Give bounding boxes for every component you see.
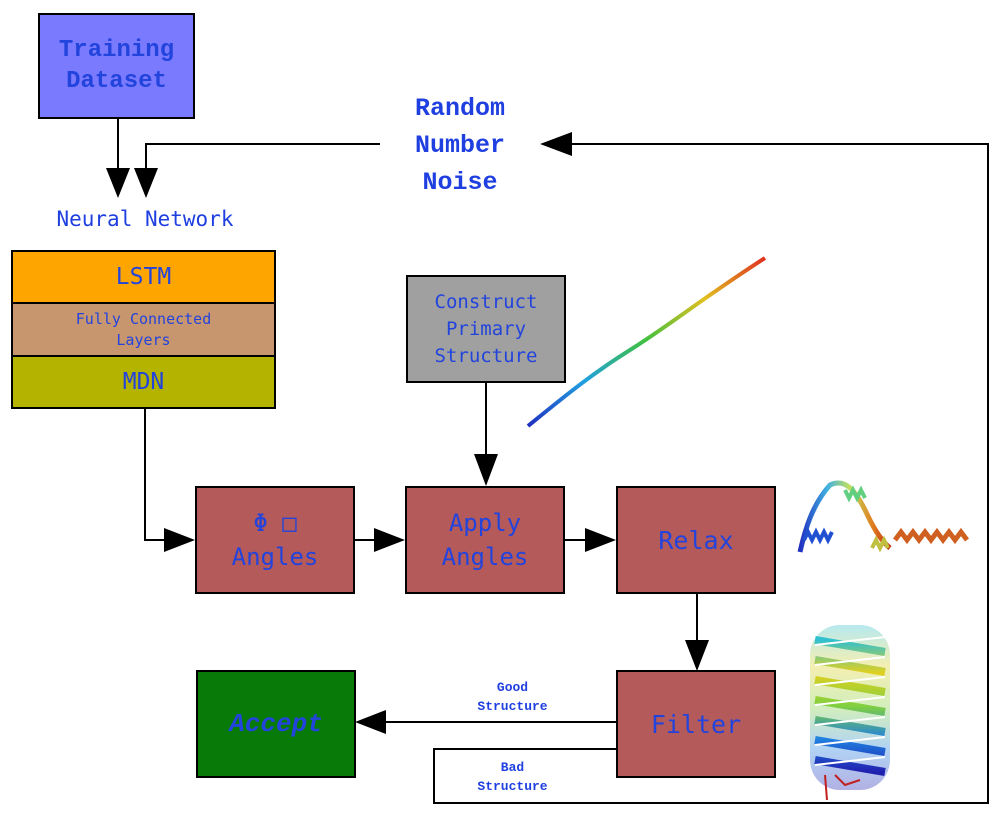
filter-label: Filter: [650, 709, 742, 739]
filter-box: Filter: [616, 670, 776, 778]
arrow-mdn-to-angles: [144, 408, 170, 541]
relaxed-helices-picture: [797, 480, 969, 553]
mdn-label: MDN: [122, 369, 165, 395]
arrowhead-apply: [374, 528, 405, 552]
angles-box: Φ □ Angles: [195, 486, 355, 594]
fully-connected-layer: Fully Connected Layers: [11, 302, 276, 357]
arrowhead-accept: [355, 710, 386, 734]
arrowhead-angles: [164, 528, 195, 552]
mdn-layer: MDN: [11, 355, 276, 409]
good-structure-label: Good Structure: [477, 680, 548, 714]
arrow-bad-loop: [433, 143, 989, 804]
accept-box: Accept: [196, 670, 356, 778]
training-dataset-label: Training Dataset: [58, 37, 175, 95]
lstm-label: LSTM: [115, 264, 172, 290]
bad-structure-label: Bad Structure: [477, 760, 548, 794]
folded-bundle-picture: [810, 625, 890, 801]
relax-box: Relax: [616, 486, 776, 594]
apply-angles-box: Apply Angles: [405, 486, 565, 594]
arrowhead-noise: [134, 168, 158, 198]
arrowhead-noise-loop: [540, 132, 572, 156]
apply-angles-label: Apply Angles: [441, 509, 529, 571]
lstm-layer: LSTM: [11, 250, 276, 304]
arrowhead-construct: [474, 454, 498, 486]
accept-label: Accept: [229, 709, 323, 739]
neural-network-label: Neural Network: [56, 207, 234, 231]
random-noise-label: Random Number Noise: [414, 94, 505, 197]
angles-label: Φ □ Angles: [231, 509, 319, 571]
arrowhead-filter: [685, 640, 709, 671]
arrowhead-training: [106, 168, 130, 198]
arrowhead-relax: [585, 528, 616, 552]
construct-primary-box: Construct Primary Structure: [406, 275, 566, 383]
training-dataset-box: Training Dataset: [38, 13, 195, 119]
fully-connected-label: Fully Connected Layers: [75, 309, 212, 349]
arrow-noise-to-nn: [145, 143, 380, 170]
relax-label: Relax: [658, 525, 734, 555]
construct-primary-label: Construct Primary Structure: [434, 290, 538, 367]
extended-chain-picture: [526, 256, 767, 428]
